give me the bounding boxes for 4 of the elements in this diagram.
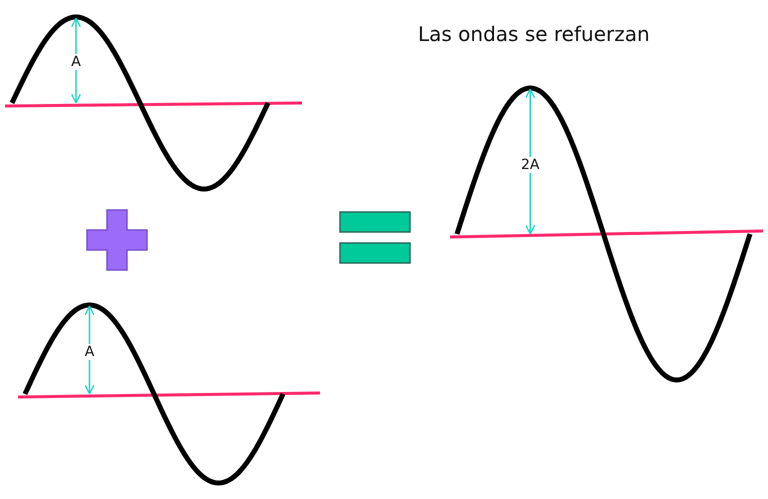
amplitude-label: A [84, 344, 96, 360]
title: Las ondas se refuerzan [418, 22, 650, 46]
amplitude-label: 2A [520, 157, 540, 173]
amplitude-label: A [70, 54, 82, 70]
